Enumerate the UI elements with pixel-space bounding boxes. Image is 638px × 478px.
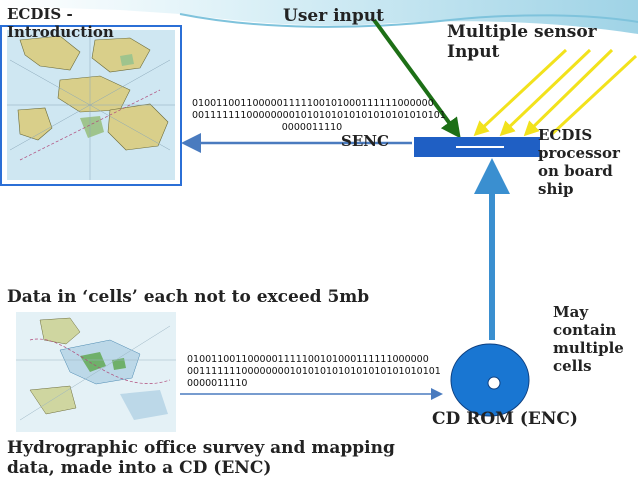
binary-top-line-3: 0000011110: [281, 122, 343, 133]
header-wave-banner: [0, 0, 638, 34]
ecdis-processor-line-3: on board: [538, 162, 613, 180]
slide-title-line-1: ECDIS -: [7, 5, 73, 23]
slide-title-line-2: Introduction: [7, 23, 114, 41]
hydrographic-line-2: data, made into a CD (ENC): [7, 458, 272, 478]
cd-rom-hole: [487, 376, 501, 390]
sensor-rays: [473, 48, 638, 137]
binary-bottom-line-1: 0100110011000001111100101000111111000000: [187, 354, 429, 365]
ecdis-processor-line-4: ship: [538, 180, 574, 198]
binary-bottom-line-3: 0000011110: [187, 378, 248, 389]
cd-rom-label: CD ROM (ENC): [432, 409, 578, 429]
may-contain-line-4: cells: [553, 357, 592, 375]
may-contain-line-1: May: [553, 303, 589, 321]
header-wave-line: [179, 13, 638, 28]
binary-top-line-1: 0100110011000001111100101000111111000000: [192, 98, 434, 109]
may-contain-line-3: multiple: [553, 339, 624, 357]
hydrographic-caption: Hydrographic office survey and mapping d…: [7, 438, 395, 478]
slide-title: ECDIS - Introduction: [7, 5, 114, 41]
data-cells-caption: Data in ‘cells’ each not to exceed 5mb: [7, 287, 370, 307]
ecdis-processor-line-1: ECDIS: [538, 126, 593, 144]
user-input-label: User input: [283, 6, 385, 26]
may-contain-label: May contain multiple cells: [553, 303, 624, 375]
sensor-input-line-1: Multiple sensor: [447, 22, 597, 42]
nautical-chart-image-top: [7, 30, 175, 180]
ecdis-processor-line-2: processor: [538, 144, 620, 162]
binary-stream-top: 0100110011000001111100101000111111000000…: [192, 98, 446, 134]
sensor-input-label: Multiple sensor Input: [447, 22, 597, 62]
binary-top-line-2: 0011111110000000010101010101010101010101…: [192, 110, 446, 121]
sensor-input-line-2: Input: [447, 42, 500, 62]
binary-stream-bottom: 0100110011000001111100101000111111000000…: [187, 354, 441, 390]
hydrographic-line-1: Hydrographic office survey and mapping: [7, 438, 395, 458]
binary-bottom-line-2: 0011111110000000010101010101010101010101…: [187, 366, 441, 377]
nautical-chart-image-bottom: [16, 312, 176, 432]
user-input-arrow: [372, 18, 461, 139]
senc-label: SENC: [341, 132, 389, 150]
ecdis-processor-label: ECDIS processor on board ship: [538, 126, 620, 198]
may-contain-line-2: contain: [553, 321, 617, 339]
